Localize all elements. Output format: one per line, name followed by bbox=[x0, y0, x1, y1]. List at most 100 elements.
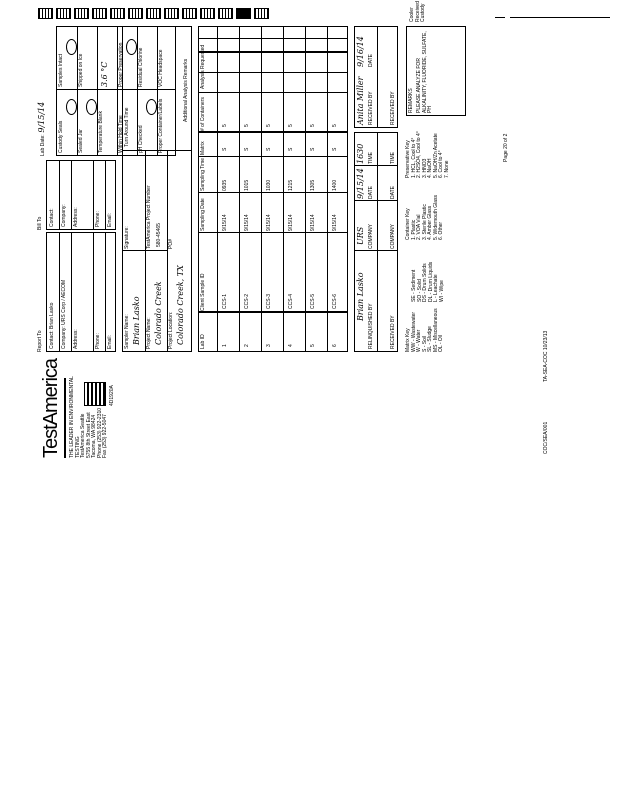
company-value: URS bbox=[356, 226, 365, 245]
ta-project-value: 580-45465 bbox=[156, 223, 162, 247]
lab-date-label: Lab Date: 9/15/14 bbox=[37, 101, 46, 156]
table-row: 6 CCS-6 9/15/14 1400 S 5 bbox=[332, 124, 338, 347]
strip-block bbox=[218, 8, 233, 19]
temperature-value: 3.6 °C bbox=[100, 61, 109, 87]
date-label: DATE bbox=[368, 54, 374, 67]
logo-underline bbox=[64, 378, 66, 458]
received-by-label: RECEIVED BY bbox=[390, 315, 396, 349]
remarks-label: REMARKS bbox=[408, 88, 414, 113]
samples-intact-label: Samples Intact bbox=[58, 53, 64, 87]
strip-block bbox=[182, 8, 197, 19]
strip-block bbox=[92, 8, 107, 19]
preservative-legend: Preservative Key 1. HCL, Cool to 4°2. H2… bbox=[405, 131, 450, 178]
strip-block bbox=[164, 8, 179, 19]
contact-label: Contact: bbox=[49, 330, 55, 349]
company-label: COMPANY bbox=[390, 224, 396, 249]
remarks-text: PLEASE ANALYZE FOR ALKALINITY, FLUORIDE,… bbox=[416, 31, 433, 113]
po-label: PO# bbox=[168, 238, 174, 249]
turnaround-label: Turn Around Time bbox=[124, 107, 130, 147]
document-version: TA-SEA-COC 10/23/13 bbox=[543, 330, 549, 382]
col-time: Sampling Time bbox=[200, 157, 206, 191]
table-row: 3 CCS-3 9/15/14 1030 S 5 bbox=[266, 124, 272, 347]
qr-code-icon bbox=[84, 382, 106, 406]
date-label: DATE bbox=[368, 186, 374, 199]
company-label: COMPANY bbox=[368, 224, 374, 249]
custody-seals-label: Custody Seals bbox=[58, 120, 64, 153]
email-label: Email: bbox=[107, 335, 113, 349]
time-label: TIME bbox=[390, 152, 396, 164]
company-label: Company: bbox=[61, 326, 67, 349]
received-by-label: RECEIVED BY bbox=[368, 91, 374, 125]
col-lab-id: Lab ID bbox=[200, 334, 206, 349]
strip-block bbox=[200, 8, 215, 19]
lab-use: Cooler Received Custody bbox=[409, 1, 426, 22]
page-number: Page 20 of 2 bbox=[503, 133, 509, 162]
relinquished-section: RELINQUISHED BY Brian Lasko COMPANY URS … bbox=[354, 132, 398, 352]
signature-label: Signature: bbox=[124, 226, 130, 249]
date-value: 9/16/14 bbox=[356, 36, 365, 67]
bill-contact-label: Contact: bbox=[49, 208, 55, 227]
col-matrix: Matrix bbox=[200, 141, 206, 155]
header-rule bbox=[510, 17, 610, 18]
selection-circle bbox=[66, 39, 77, 55]
selection-circle bbox=[66, 99, 77, 115]
bill-address-label: Address: bbox=[73, 207, 79, 227]
bill-email-label: Email: bbox=[107, 213, 113, 227]
strip-block bbox=[74, 8, 89, 19]
sampler-name-label: Sampler Name: bbox=[124, 314, 130, 349]
bill-to-label: Bill To bbox=[37, 216, 43, 230]
temperature-label: Temperature Blank bbox=[98, 111, 104, 153]
strip-block bbox=[110, 8, 125, 19]
strip-block bbox=[254, 8, 269, 19]
remarks-box: REMARKS PLEASE ANALYZE FOR ALKALINITY, F… bbox=[406, 26, 466, 116]
sample-table: Lab ID Client Sample ID Sampling Date Sa… bbox=[198, 26, 348, 352]
ta-project-label: TestAmerica Project Number bbox=[146, 185, 152, 249]
company-value: URS Corp / AECOM bbox=[61, 279, 67, 325]
company-code: 4D1920A bbox=[109, 385, 115, 406]
relinquished-signature: Brian Lasko bbox=[356, 272, 365, 321]
address-line: Fax (253) 922-5047 bbox=[102, 414, 108, 458]
sampler-name-value: Brian Lasko bbox=[132, 296, 141, 345]
col-containers: # of Containers bbox=[200, 97, 206, 131]
table-row: 2 CCS-2 9/15/14 1015 S 5 bbox=[244, 124, 250, 347]
address-label: Address: bbox=[73, 329, 79, 349]
strip-block bbox=[146, 8, 161, 19]
time-label: TIME bbox=[368, 152, 374, 164]
project-location-label: Project Location: bbox=[168, 311, 174, 349]
selection-circle bbox=[86, 99, 97, 115]
lab-date-value: 9/15/14 bbox=[37, 101, 46, 133]
phone-label: Phone: bbox=[95, 333, 101, 349]
strip-block bbox=[128, 8, 143, 19]
table-row: 1 CCS-1 9/15/14 0935 S 5 bbox=[222, 124, 228, 347]
table-row: 5 CCS-5 9/15/14 1305 S 5 bbox=[310, 124, 316, 347]
received-by-label: RECEIVED BY bbox=[390, 91, 396, 125]
project-name-label: Project Name: bbox=[146, 317, 152, 349]
date-label: DATE bbox=[390, 186, 396, 199]
report-to-label: Report To bbox=[37, 330, 43, 352]
relinquished-by-label: RELINQUISHED BY bbox=[368, 303, 374, 349]
time-value: 1630 bbox=[356, 143, 365, 164]
bill-company-label: Company: bbox=[61, 204, 67, 227]
table-row: 4 CCS-4 9/15/14 1215 S 5 bbox=[288, 124, 294, 347]
chain-of-custody-form: TestAmerica THE LEADER IN ENVIRONMENTAL … bbox=[34, 1, 574, 462]
contact-value: Brian Lasko bbox=[49, 302, 55, 329]
sampler-info-box: Sampler Name: Brian Lasko Signature: Pro… bbox=[122, 26, 192, 352]
company-logo: TestAmerica bbox=[40, 358, 62, 458]
date-value: 9/15/14 bbox=[356, 168, 365, 199]
bill-phone-label: Phone: bbox=[95, 211, 101, 227]
received-section: RECEIVED BY Anita Miller DATE 9/16/14 RE… bbox=[354, 26, 398, 128]
strip-block-highlight bbox=[236, 8, 251, 19]
received-signature: Anita Miller bbox=[356, 76, 365, 125]
company-address: THE LEADER IN ENVIRONMENTAL TESTING Test… bbox=[69, 358, 109, 458]
report-to-box: Contact: Brian Lasko Company: URS Corp /… bbox=[46, 232, 116, 352]
project-location-value: Colorado Creek, TX bbox=[176, 265, 185, 345]
strip-block bbox=[38, 8, 53, 19]
shipped-ice-label: Shipped on Ice bbox=[78, 53, 84, 87]
header-rule bbox=[495, 17, 505, 18]
scan-header-strip bbox=[38, 8, 269, 20]
col-client-id: Client Sample ID bbox=[200, 273, 206, 311]
project-name-value: Colorado Creek bbox=[154, 281, 163, 345]
document-id: COC/SEA/001 bbox=[543, 421, 549, 454]
